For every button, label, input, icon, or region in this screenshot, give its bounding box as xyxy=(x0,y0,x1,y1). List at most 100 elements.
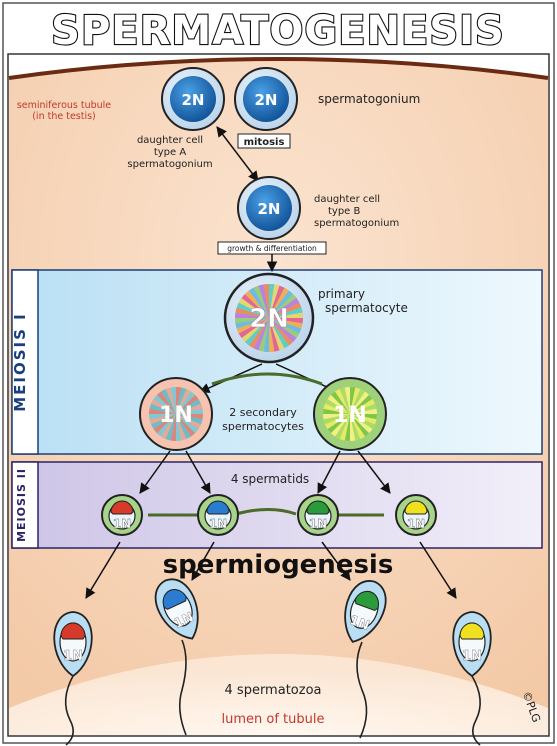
cell-ploidy: 1N xyxy=(63,649,83,664)
chromatin-segment xyxy=(235,307,269,318)
chromatin-segment xyxy=(269,284,280,318)
chromatin-segment xyxy=(334,389,350,414)
acrosome-cap xyxy=(306,500,330,515)
chromatin-segment xyxy=(249,287,269,318)
spermatozoa-label: 4 spermatozoa xyxy=(225,683,322,698)
sperm-tail xyxy=(178,639,187,736)
chromatin-segment xyxy=(350,414,356,441)
tubule-outline xyxy=(8,57,549,80)
arrow-to-sperm-2 xyxy=(191,541,215,581)
meiosis-2-tab xyxy=(11,461,39,549)
cell-ploidy: 1N xyxy=(333,403,367,428)
chromatin-segment xyxy=(165,387,176,414)
chromatin-segment xyxy=(235,312,269,318)
cell-ploidy: 2N xyxy=(255,91,278,109)
daughter-b-cell: 2N xyxy=(237,176,301,240)
cell-ploidy: 1N xyxy=(309,517,327,531)
chromatin-segment xyxy=(325,414,350,430)
chromatin-segment xyxy=(263,318,269,352)
chromatin-segment xyxy=(235,318,269,324)
spermatogonium-label: spermatogonium xyxy=(318,92,420,106)
chromatin-segment xyxy=(350,414,377,425)
tubule-label-2: (in the testis) xyxy=(32,111,96,122)
spermatozoon: 1N xyxy=(344,580,387,739)
primary-label-2: spermatocyte xyxy=(325,301,408,315)
chromatin-segment xyxy=(269,318,297,343)
chromatin-segment xyxy=(350,408,377,414)
chromatin-segment xyxy=(149,414,176,425)
chromatin-segment xyxy=(327,414,350,434)
chromatin-segment xyxy=(269,318,302,334)
chromatin-segment xyxy=(253,285,269,318)
chromatin-segment xyxy=(269,318,303,324)
secondary-label-2: spermatocytes xyxy=(222,420,304,433)
chromatin-segment xyxy=(269,318,294,346)
spermatids-label: 4 spermatids xyxy=(231,472,309,486)
acrosome-cap xyxy=(60,622,86,640)
chromatin-segment xyxy=(176,414,199,434)
chromatin-segment xyxy=(269,318,275,352)
chromatin-segment xyxy=(323,414,350,420)
chromatin-segment xyxy=(269,318,300,338)
chromatin-segment xyxy=(176,391,196,414)
chromatin-segment xyxy=(236,302,269,318)
chromatin-segment xyxy=(241,293,269,318)
spermatozoon: 1N xyxy=(154,578,199,736)
chromatin-segment xyxy=(334,414,350,439)
chromatin-segment xyxy=(339,414,350,441)
chromatin-segment xyxy=(350,414,373,434)
tubule-label-1: seminiferous tubule xyxy=(17,100,111,111)
chromatin-segment xyxy=(253,318,269,351)
cell-ploidy: 2N xyxy=(258,200,281,218)
daughter-a-label-2: type A xyxy=(154,147,187,158)
chromatin-segment xyxy=(165,414,176,441)
chromatin-segment xyxy=(241,318,269,343)
spermatid-cell: 1N xyxy=(101,494,143,536)
chromatin-segment xyxy=(350,414,366,439)
sperm-tail xyxy=(471,675,481,746)
chromatin-segment xyxy=(350,394,373,414)
page-title: SPERMATOGENESIS xyxy=(51,8,505,54)
meiosis-2-label: MEIOSIS II xyxy=(15,468,28,542)
chromatin-segment xyxy=(176,394,199,414)
chromatin-segment xyxy=(350,414,361,441)
chromatin-segment xyxy=(176,414,196,437)
chromatin-segment xyxy=(269,312,303,318)
acrosome-cap xyxy=(459,622,485,640)
chromatin-segment xyxy=(149,403,176,414)
chromatin-segment xyxy=(323,403,350,414)
arrow-to-spermatid-4 xyxy=(357,450,391,494)
chromatin-segment xyxy=(153,394,176,414)
chromatin-segment xyxy=(327,394,350,414)
chromatin-segment xyxy=(325,398,350,414)
lumen-label: lumen of tubule xyxy=(222,712,325,727)
cell-ploidy: 2N xyxy=(182,91,205,109)
chromatin-segment xyxy=(269,318,280,352)
daughter-a-label-3: spermatogonium xyxy=(127,159,212,170)
chromatin-segment xyxy=(350,391,370,414)
spermatogonium-cell-a: 2N xyxy=(161,67,225,131)
chromatin-segment xyxy=(244,318,269,346)
chromatin-segment xyxy=(269,290,294,318)
chromatin-segment xyxy=(269,285,285,318)
chromatin-segment xyxy=(176,414,203,420)
spermatozoon: 1N xyxy=(53,611,93,746)
chromatin-segment xyxy=(269,287,289,318)
chromatin-segment xyxy=(235,318,269,329)
chromatin-segment xyxy=(156,414,176,437)
chromatin-segment xyxy=(151,414,176,430)
chromatin-segment xyxy=(236,318,269,334)
chromatin-segment xyxy=(176,398,201,414)
secondary-label-1: 2 secondary xyxy=(229,406,297,419)
chromatin-segment xyxy=(323,414,350,425)
sperm-tail xyxy=(356,641,368,739)
meiosis-1-tab xyxy=(11,269,39,455)
chromatin-segment xyxy=(153,414,176,434)
spermatid-cell: 1N xyxy=(197,494,239,536)
chromatin-segment xyxy=(160,389,176,414)
chromatin-segment xyxy=(323,408,350,414)
chromatin-segment xyxy=(176,414,192,439)
chromatin-segment xyxy=(350,414,377,420)
sperm-tail xyxy=(64,675,74,746)
